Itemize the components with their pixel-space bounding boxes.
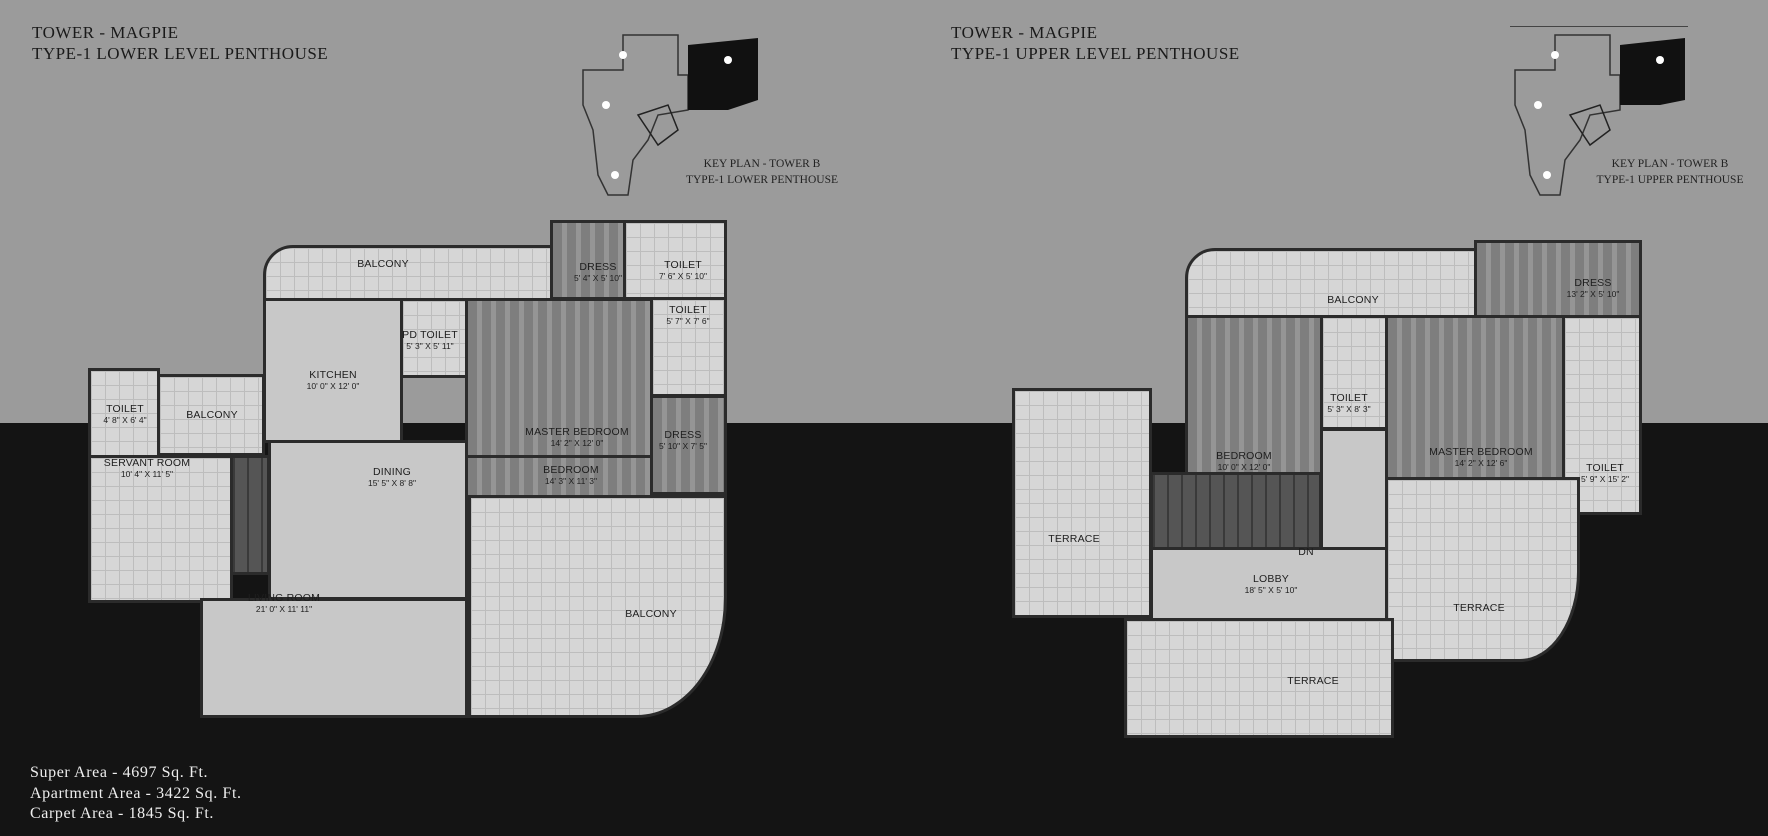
room-dress bbox=[650, 395, 727, 495]
room-terrace bbox=[1012, 388, 1152, 618]
corridor bbox=[1320, 428, 1388, 550]
key-plan-type: TYPE-1 LOWER PENTHOUSE bbox=[685, 174, 839, 186]
area-summary: Super Area - 4697 Sq. Ft. Apartment Area… bbox=[30, 763, 242, 825]
room-label: BALCONY bbox=[1327, 294, 1379, 306]
room-pd-toilet bbox=[400, 298, 468, 378]
room-label: BALCONY bbox=[625, 608, 677, 620]
lower-tower-name: TOWER - MAGPIE bbox=[32, 23, 179, 42]
staircase bbox=[230, 455, 270, 575]
room-balcony bbox=[468, 495, 727, 718]
lower-key-plan bbox=[582, 34, 758, 196]
key-plan-tower: KEY PLAN - TOWER B bbox=[703, 158, 821, 170]
room-dining bbox=[268, 440, 468, 600]
divider-line bbox=[1510, 26, 1688, 27]
upper-heading: TOWER - MAGPIE TYPE-1 UPPER LEVEL PENTHO… bbox=[951, 22, 1240, 64]
upper-key-plan-label: KEY PLAN - TOWER B TYPE-1 UPPER PENTHOUS… bbox=[1570, 156, 1768, 188]
room-toilet bbox=[650, 297, 727, 397]
lower-heading: TOWER - MAGPIE TYPE-1 LOWER LEVEL PENTHO… bbox=[32, 22, 328, 64]
room-label: TERRACE bbox=[1048, 533, 1100, 545]
room-living-room bbox=[200, 598, 468, 718]
lower-plan-title: TYPE-1 LOWER LEVEL PENTHOUSE bbox=[32, 44, 329, 63]
room-toilet bbox=[88, 368, 160, 458]
room-dress bbox=[550, 220, 626, 300]
room-kitchen bbox=[263, 298, 403, 443]
room-label: TERRACE bbox=[1453, 602, 1505, 614]
apartment-area: Apartment Area - 3422 Sq. Ft. bbox=[30, 784, 242, 802]
lower-key-plan-label: KEY PLAN - TOWER B TYPE-1 LOWER PENTHOUS… bbox=[662, 156, 862, 188]
upper-key-plan bbox=[1514, 34, 1685, 196]
key-plan-tower: KEY PLAN - TOWER B bbox=[1611, 158, 1729, 170]
room-label: BALCONY bbox=[186, 409, 238, 421]
stair-direction-label: DN bbox=[1298, 546, 1314, 558]
room-label: TERRACE bbox=[1287, 675, 1339, 687]
upper-plan-title: TYPE-1 UPPER LEVEL PENTHOUSE bbox=[951, 44, 1240, 63]
key-plan-type: TYPE-1 UPPER PENTHOUSE bbox=[1596, 174, 1744, 186]
room-master-bedroom bbox=[465, 298, 653, 458]
room-balcony bbox=[263, 245, 553, 301]
carpet-area: Carpet Area - 1845 Sq. Ft. bbox=[30, 805, 215, 822]
room-servant-room bbox=[88, 455, 233, 603]
super-area: Super Area - 4697 Sq. Ft. bbox=[30, 764, 209, 781]
room-terrace bbox=[1124, 618, 1394, 738]
upper-tower-name: TOWER - MAGPIE bbox=[951, 23, 1098, 42]
room-balcony bbox=[1185, 248, 1478, 318]
room-terrace bbox=[1385, 477, 1580, 662]
room-master-bedroom bbox=[1385, 315, 1565, 480]
room-label: BALCONY bbox=[357, 258, 409, 270]
room-balcony bbox=[157, 374, 265, 456]
staircase bbox=[1150, 472, 1322, 550]
